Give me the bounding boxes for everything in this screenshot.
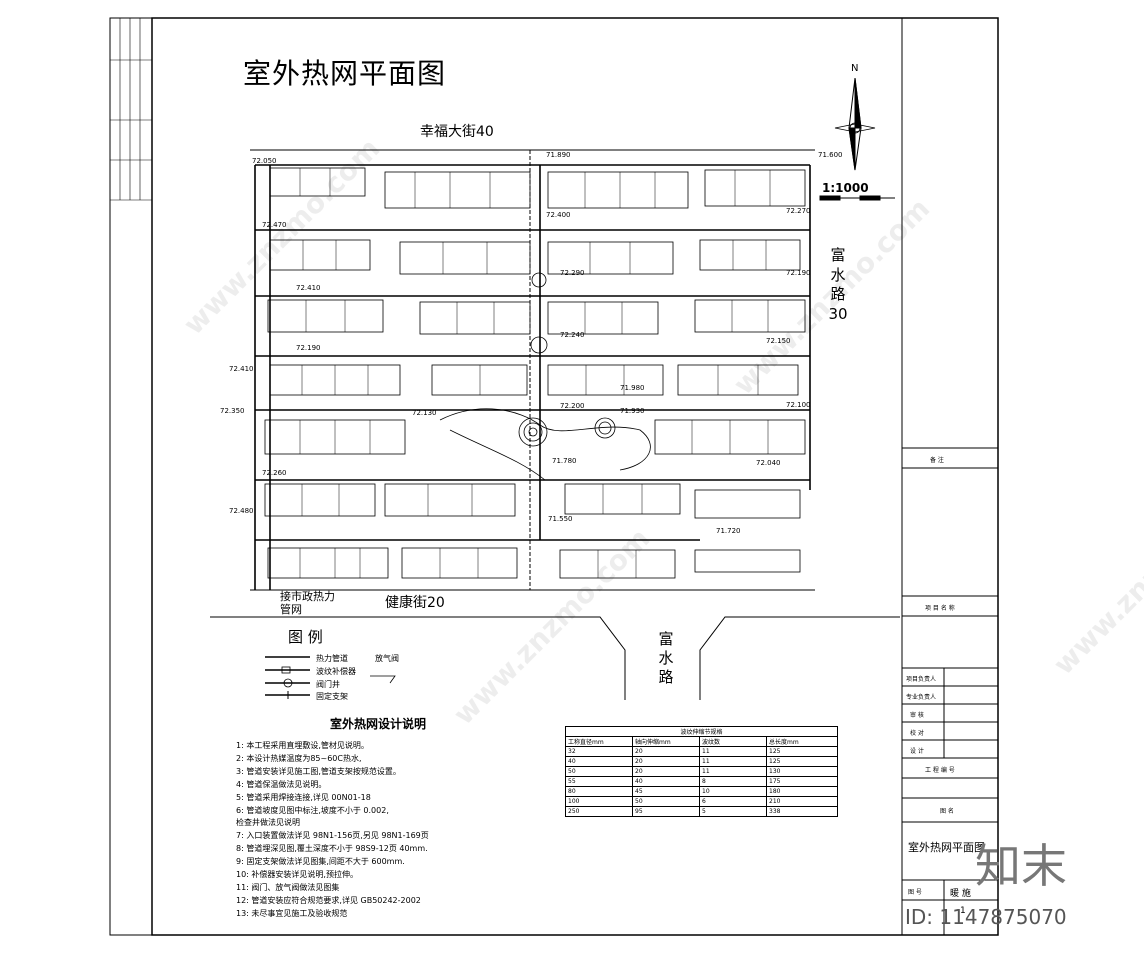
title-block-row: 项目负责人 xyxy=(906,676,937,683)
note-item: 2: 本设计热媒温度为85~60C热水, xyxy=(236,754,362,763)
elevation-label: 72.150 xyxy=(766,337,791,345)
title-block-row: 设 计 xyxy=(910,748,924,755)
title-block-row: 审 核 xyxy=(910,712,924,719)
elevation-label: 72.480 xyxy=(229,507,254,515)
legend-item: 热力管道 xyxy=(316,654,348,663)
note-item: 10: 补偿器安装详见说明,预拉伸。 xyxy=(236,870,358,879)
elevation-label: 72.260 xyxy=(262,469,287,477)
elevation-label: 71.600 xyxy=(818,151,843,159)
note-item: 8: 管道埋深见图,覆土深度不小于 98S9-12页 40mm. xyxy=(236,844,428,853)
elevation-label: 72.410 xyxy=(296,284,321,292)
elevation-label: 71.890 xyxy=(546,151,571,159)
road-bottom-label: 富水路 xyxy=(658,630,674,686)
elevation-label: 72.190 xyxy=(296,344,321,352)
note-item: 4: 管道保温做法见说明。 xyxy=(236,780,327,789)
spec-header: 总长度mm xyxy=(766,736,838,747)
note-item: 6: 管道坡度见图中标注,坡度不小于 0.002, xyxy=(236,806,389,815)
title-block-row: 校 对 xyxy=(910,730,924,737)
elevation-label: 72.400 xyxy=(546,211,571,219)
elevation-label: 71.780 xyxy=(552,457,577,465)
legend-item: 放气阀 xyxy=(375,654,399,663)
buildings xyxy=(264,167,806,579)
drawing-no-label: 图 号 xyxy=(908,889,922,896)
id-watermark: ID: 1147875070 xyxy=(905,905,1067,929)
remarks-label: 备 注 xyxy=(930,457,944,464)
legend-title: 图 例 xyxy=(288,628,323,646)
drawing-name-label: 图 名 xyxy=(940,808,954,815)
title-block-row: 专业负责人 xyxy=(906,694,937,701)
note-item: 检查井做法见说明 xyxy=(236,818,300,827)
elevation-label: 72.470 xyxy=(262,221,287,229)
drawing-name-value: 室外热网平面图 xyxy=(908,841,985,854)
elevation-label: 72.350 xyxy=(220,407,245,415)
project-no-label: 工 程 编 号 xyxy=(925,767,955,774)
street-bottom-label: 健康街20 xyxy=(385,595,445,611)
north-arrow-icon xyxy=(834,77,876,171)
elevation-label: 72.410 xyxy=(229,365,254,373)
spec-header: 工称直径mm xyxy=(565,736,633,747)
note-item: 11: 阀门、放气阀做法见图集 xyxy=(236,883,340,892)
legend-item: 阀门井 xyxy=(316,680,340,689)
street-top-label: 幸福大街40 xyxy=(420,124,494,140)
page-value: 1 xyxy=(960,906,966,916)
note-item: 7: 入口装置做法详见 98N1-156页,另见 98N1-169页 xyxy=(236,831,429,840)
elevation-label: 71.930 xyxy=(620,407,645,415)
elevation-label: 71.720 xyxy=(716,527,741,535)
legend-symbols xyxy=(265,656,396,699)
spec-header: 轴向伸缩mm xyxy=(632,736,700,747)
note-item: 9: 固定支架做法详见图集,间距不大于 600mm. xyxy=(236,857,405,866)
spec-table-title: 波纹伸缩节规格 xyxy=(565,726,838,737)
elevation-label: 72.100 xyxy=(786,401,811,409)
drawing-title: 室外热网平面图 xyxy=(243,57,447,90)
roads xyxy=(210,149,900,700)
legend-item: 固定支架 xyxy=(316,692,348,701)
elevation-label: 72.050 xyxy=(252,157,277,165)
note-item: 3: 管道安装详见施工图,管道支架按规范设置。 xyxy=(236,767,401,776)
project-label: 项 目 名 称 xyxy=(925,605,955,612)
north-label: N xyxy=(851,63,859,74)
note-item: 1: 本工程采用直埋敷设,管材见说明。 xyxy=(236,741,369,750)
road-right-label: 富水路30 xyxy=(828,246,848,323)
city-supply-label: 接市政热力管网 xyxy=(280,590,335,617)
park xyxy=(439,272,651,481)
elevation-label: 71.980 xyxy=(620,384,645,392)
notes-title: 室外热网设计说明 xyxy=(330,717,427,731)
note-item: 5: 管道采用焊接连接,详见 00N01-18 xyxy=(236,793,371,802)
elevation-label: 72.240 xyxy=(560,331,585,339)
note-item: 12: 管道安装应符合规范要求,详见 GB50242-2002 xyxy=(236,896,421,905)
scale-label: 1:1000 xyxy=(822,181,869,195)
note-item: 13: 未尽事宜见施工及验收规范 xyxy=(236,909,348,918)
elevation-label: 72.270 xyxy=(786,207,811,215)
scale-bar xyxy=(819,195,895,201)
elevation-label: 72.130 xyxy=(412,409,437,417)
legend-item: 波纹补偿器 xyxy=(316,667,356,676)
elevation-label: 71.550 xyxy=(548,515,573,523)
spec-header: 波纹数 xyxy=(699,736,767,747)
sheet-no-value: 暖 施 xyxy=(950,889,971,899)
brand-watermark: 知末 xyxy=(975,839,1067,893)
elevation-label: 72.190 xyxy=(786,269,811,277)
elevation-label: 72.290 xyxy=(560,269,585,277)
elevation-label: 72.040 xyxy=(756,459,781,467)
elevation-label: 72.200 xyxy=(560,402,585,410)
